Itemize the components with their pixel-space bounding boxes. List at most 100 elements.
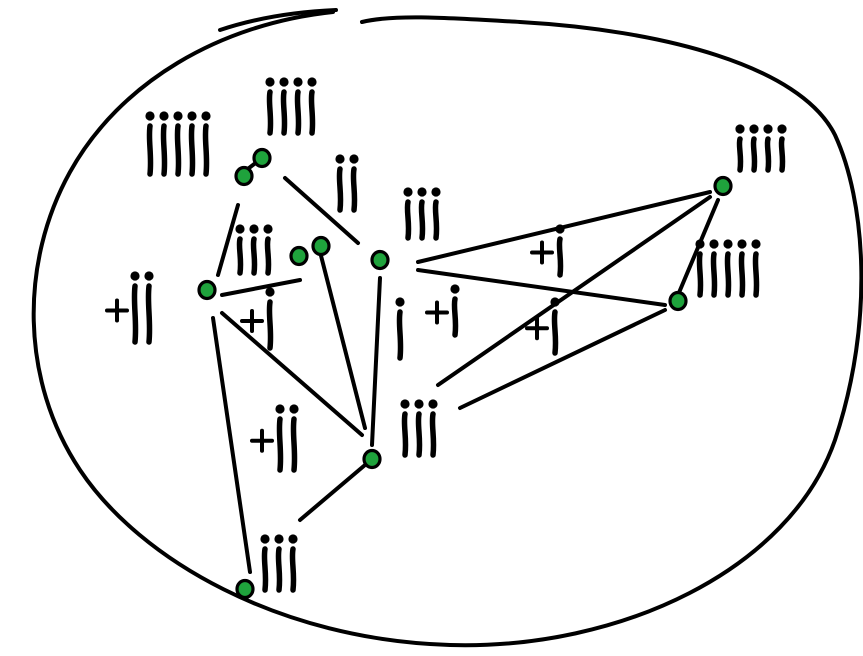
person-body-icon [266, 89, 274, 136]
person-body-icon [294, 89, 302, 136]
person-body-icon [429, 411, 437, 458]
person-body-icon [401, 411, 409, 458]
people-group-8 [105, 271, 154, 345]
person-body-icon [710, 251, 718, 298]
edge-11 [436, 195, 712, 387]
people-group-10 [425, 284, 460, 338]
person-head-icon [450, 284, 460, 294]
edge-12 [458, 308, 667, 410]
person-head-icon [431, 187, 441, 197]
person-body-icon [290, 416, 298, 473]
nodes-layer [197, 147, 733, 600]
person-head-icon [550, 297, 560, 307]
person-head-icon [723, 239, 733, 249]
network-node-1 [234, 165, 254, 187]
person-head-icon [145, 111, 155, 121]
network-node-5 [311, 235, 331, 257]
people-group-15 [250, 404, 299, 473]
person-body-icon [396, 309, 404, 361]
edge-5 [220, 311, 364, 437]
edge-4 [220, 278, 302, 297]
edge-3 [216, 203, 240, 277]
edge-8 [370, 276, 382, 447]
person-body-icon [764, 136, 772, 173]
people-group-7 [695, 239, 761, 298]
person-head-icon [274, 534, 284, 544]
person-head-icon [159, 111, 169, 121]
person-body-icon [556, 236, 564, 278]
person-head-icon [777, 124, 787, 134]
person-head-icon [265, 287, 275, 297]
person-head-icon [263, 224, 273, 234]
person-head-icon [349, 154, 359, 164]
figures-layer [105, 77, 787, 593]
person-body-icon [131, 283, 139, 345]
person-head-icon [260, 534, 270, 544]
people-group-2 [145, 111, 211, 177]
person-head-icon [735, 124, 745, 134]
person-head-icon [428, 399, 438, 409]
person-body-icon [696, 251, 704, 298]
person-body-icon [202, 123, 210, 177]
person-head-icon [187, 111, 197, 121]
network-node-4 [289, 245, 309, 267]
person-body-icon [415, 411, 423, 458]
person-body-icon [146, 123, 154, 177]
person-head-icon [763, 124, 773, 134]
person-body-icon [174, 123, 182, 177]
person-head-icon [335, 154, 345, 164]
person-body-icon [738, 251, 746, 298]
network-node-3 [197, 279, 217, 301]
people-group-11 [530, 224, 565, 278]
people-group-3 [735, 124, 787, 173]
person-body-icon [145, 283, 153, 345]
person-head-icon [130, 271, 140, 281]
people-group-13 [395, 297, 405, 361]
person-body-icon [280, 89, 288, 136]
people-group-5 [403, 187, 441, 241]
person-head-icon [751, 239, 761, 249]
person-body-icon [418, 199, 426, 241]
person-body-icon [276, 416, 284, 473]
person-body-icon [236, 236, 244, 276]
person-head-icon [279, 77, 289, 87]
person-body-icon [308, 89, 316, 136]
person-head-icon [749, 124, 759, 134]
network-node-7 [713, 175, 733, 197]
person-head-icon [289, 404, 299, 414]
person-body-icon [160, 123, 168, 177]
person-head-icon [201, 111, 211, 121]
person-body-icon [336, 166, 344, 213]
person-body-icon [736, 136, 744, 173]
person-head-icon [403, 187, 413, 197]
person-body-icon [778, 136, 786, 173]
person-head-icon [249, 224, 259, 234]
person-head-icon [265, 77, 275, 87]
person-head-icon [173, 111, 183, 121]
network-node-10 [235, 578, 255, 600]
person-head-icon [414, 399, 424, 409]
network-node-9 [362, 448, 382, 470]
person-head-icon [417, 187, 427, 197]
person-body-icon [266, 299, 274, 351]
people-group-4 [335, 154, 359, 213]
person-body-icon [404, 199, 412, 241]
person-head-icon [288, 534, 298, 544]
edge-2 [283, 176, 360, 245]
person-head-icon [709, 239, 719, 249]
network-node-2 [252, 147, 272, 169]
person-head-icon [144, 271, 154, 281]
network-node-6 [370, 249, 390, 271]
people-group-6 [235, 224, 273, 276]
boundary-top-left-segment [218, 8, 338, 32]
person-body-icon [750, 136, 758, 173]
people-group-9 [240, 287, 275, 351]
person-body-icon [188, 123, 196, 177]
person-body-icon [752, 251, 760, 298]
person-head-icon [695, 239, 705, 249]
edge-14 [298, 463, 367, 522]
person-body-icon [551, 309, 559, 356]
edge-7 [315, 238, 367, 430]
people-group-16 [260, 534, 298, 593]
